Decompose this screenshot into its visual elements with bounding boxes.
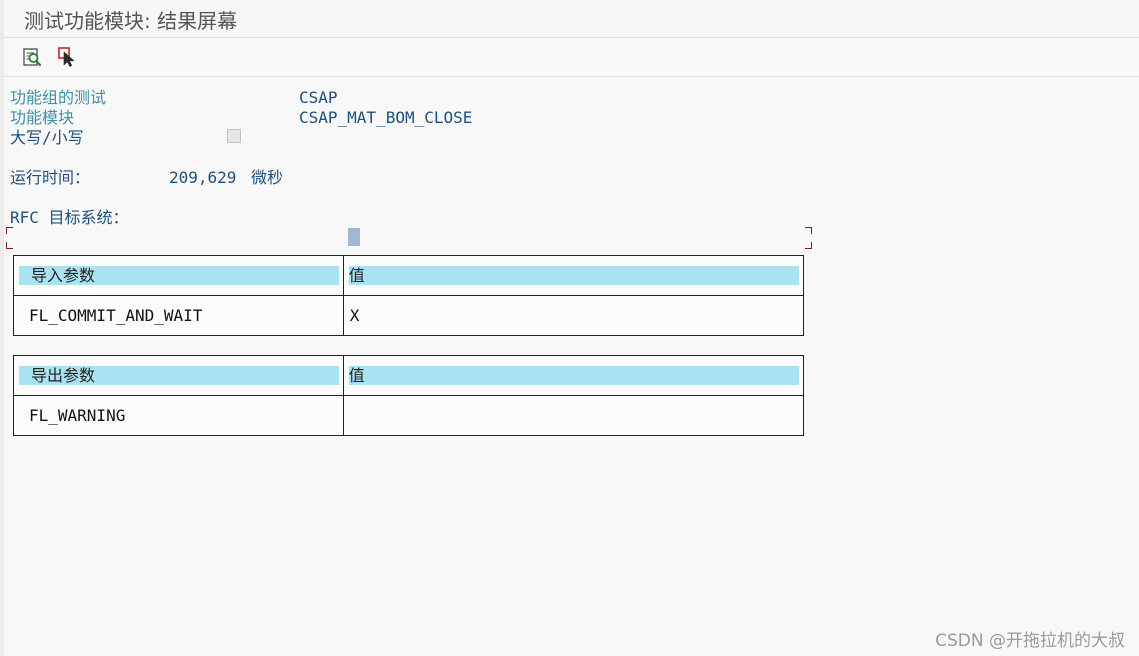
table-row[interactable]: FL_WARNING <box>13 395 805 436</box>
value-cell <box>342 395 805 436</box>
text-cursor <box>348 228 360 246</box>
runtime-value: 209,629 <box>169 168 237 187</box>
function-group-value: CSAP <box>299 88 338 107</box>
selection-corner-top-right <box>805 227 812 234</box>
case-sensitivity-checkbox[interactable] <box>227 129 241 143</box>
import-param-header: 导入参数 <box>19 266 339 285</box>
select-cursor-icon <box>58 47 75 67</box>
selection-corner-bottom-right <box>805 242 812 249</box>
function-module-label: 功能模块 <box>10 108 75 127</box>
param-cell: FL_WARNING <box>13 395 344 436</box>
param-value: X <box>349 306 360 325</box>
function-group-label: 功能组的测试 <box>10 88 107 107</box>
test-data-button[interactable] <box>21 46 43 68</box>
runtime-label: 运行时间： <box>10 168 91 187</box>
runtime-unit: 微秒 <box>251 168 284 187</box>
param-cell: FL_COMMIT_AND_WAIT <box>13 295 344 336</box>
header-cell-value: 值 <box>342 255 805 296</box>
test-data-icon <box>23 48 42 67</box>
header-cell-param: 导出参数 <box>13 355 344 396</box>
table-row[interactable]: FL_COMMIT_AND_WAIT X <box>13 295 805 336</box>
export-value-header: 值 <box>348 366 799 385</box>
rfc-target-label: RFC 目标系统： <box>10 208 129 227</box>
header-cell-param: 导入参数 <box>13 255 344 296</box>
table-header-row: 导入参数 值 <box>13 255 805 296</box>
select-cursor-button[interactable] <box>57 46 79 68</box>
title-bar: 测试功能模块: 结果屏幕 <box>4 0 1139 38</box>
param-value <box>344 406 350 425</box>
import-parameters-table: 导入参数 值 FL_COMMIT_AND_WAIT X <box>13 255 805 336</box>
value-cell: X <box>342 295 805 336</box>
watermark-text: CSDN @开拖拉机的大叔 <box>935 631 1125 651</box>
toolbar <box>4 38 1139 77</box>
selection-corner-top-left <box>6 227 13 234</box>
param-name: FL_WARNING <box>29 406 126 425</box>
page-title: 测试功能模块: 结果屏幕 <box>24 9 238 33</box>
header-cell-value: 值 <box>342 355 805 396</box>
param-name: FL_COMMIT_AND_WAIT <box>29 306 203 325</box>
selection-corner-bottom-left <box>6 242 13 249</box>
left-edge-strip <box>0 0 4 656</box>
table-header-row: 导出参数 值 <box>13 355 805 396</box>
export-parameters-table: 导出参数 值 FL_WARNING <box>13 355 805 436</box>
export-param-header: 导出参数 <box>19 366 339 385</box>
function-module-value: CSAP_MAT_BOM_CLOSE <box>299 108 473 127</box>
case-sensitivity-label: 大写/小写 <box>10 128 84 147</box>
import-value-header: 值 <box>348 266 799 285</box>
